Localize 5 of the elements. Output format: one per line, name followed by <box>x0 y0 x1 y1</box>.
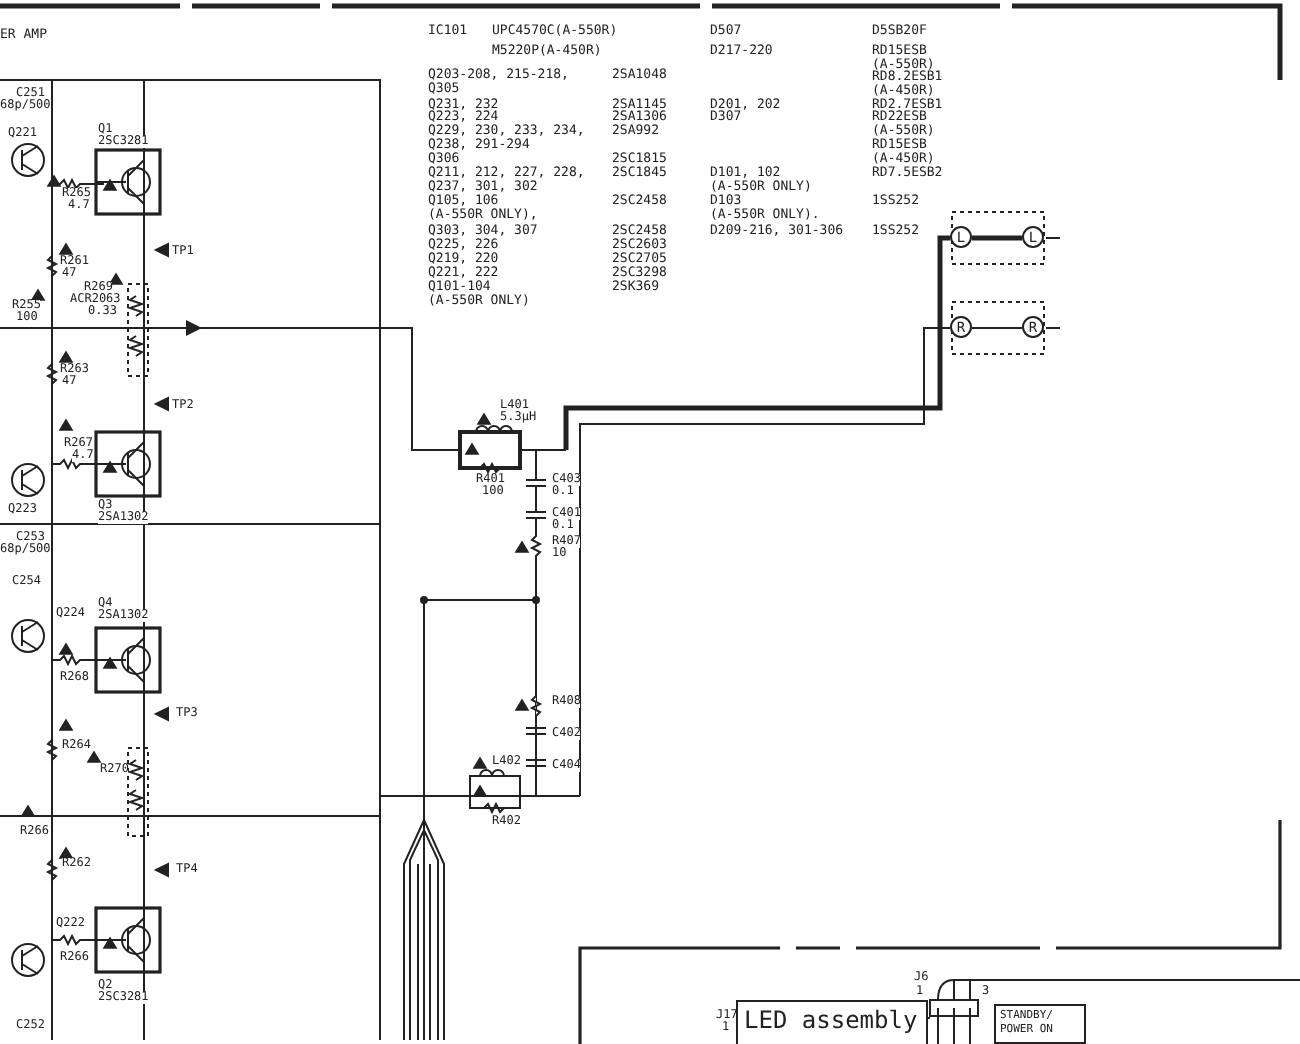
wire <box>579 327 951 797</box>
wire <box>563 235 950 450</box>
assembly-box: LED assembly <box>736 1000 928 1044</box>
wire <box>971 327 1023 329</box>
wire <box>972 235 1022 241</box>
